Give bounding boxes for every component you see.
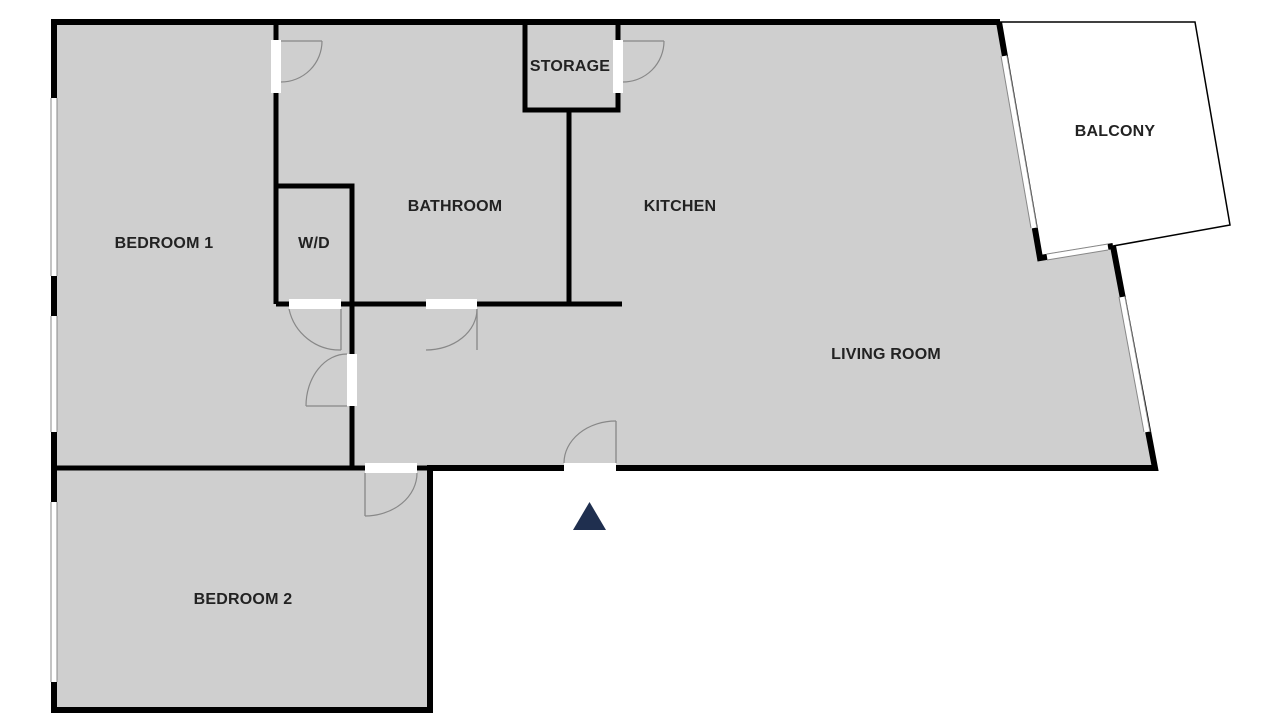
room-label-wd: W/D xyxy=(298,235,330,252)
window-living-balcony-short xyxy=(1046,243,1109,261)
door-bathroom-top xyxy=(280,40,323,83)
entrance-triangle-icon xyxy=(573,502,606,530)
apartment-floor-area xyxy=(54,22,1155,710)
door-openings xyxy=(271,40,623,473)
room-fills xyxy=(54,22,1230,710)
room-label-bedroom-1: BEDROOM 1 xyxy=(115,235,214,252)
window-living-room-right xyxy=(1118,296,1151,433)
window-living-balcony-diagonal xyxy=(1000,55,1038,229)
balcony-floor-area xyxy=(1002,22,1230,258)
exterior-wall xyxy=(51,19,1159,713)
door-bedroom1 xyxy=(305,353,348,407)
door-storage xyxy=(622,40,665,83)
room-label-bathroom: BATHROOM xyxy=(408,198,503,215)
room-label-storage: STORAGE xyxy=(530,58,610,75)
room-label-kitchen: KITCHEN xyxy=(644,198,717,215)
windows xyxy=(50,55,1151,682)
door-bedroom2 xyxy=(364,472,418,517)
door-entrance xyxy=(563,420,617,464)
door-bathroom-hall xyxy=(425,308,478,351)
door-wd xyxy=(288,308,342,351)
window-bedroom2 xyxy=(50,502,58,682)
window-bedroom1-upper xyxy=(50,98,58,276)
room-label-balcony: BALCONY xyxy=(1075,123,1156,140)
window-bedroom1-lower xyxy=(50,316,58,432)
room-label-bedroom-2: BEDROOM 2 xyxy=(194,591,293,608)
balcony-railing xyxy=(1000,21,1231,247)
wall-wd-closet xyxy=(276,183,355,304)
room-label-living-room: LIVING ROOM xyxy=(831,346,941,363)
room-labels: BEDROOM 1 BEDROOM 2 BATHROOM STORAGE KIT… xyxy=(115,58,1156,608)
doors xyxy=(280,40,665,517)
